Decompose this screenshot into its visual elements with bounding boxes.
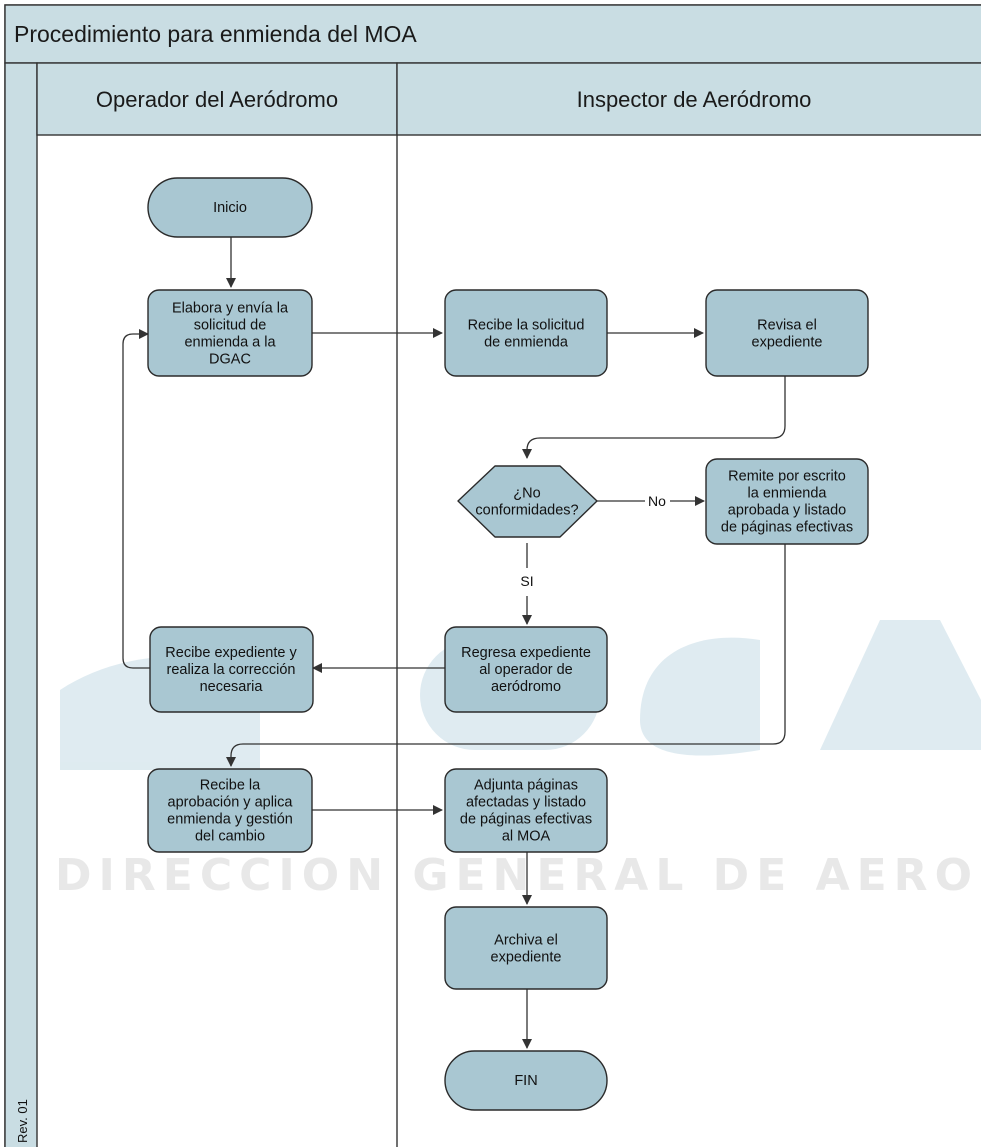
no-label-bg xyxy=(645,492,670,510)
node-text-line: solicitud de xyxy=(194,318,267,334)
edge-label-no: No xyxy=(648,493,666,509)
node-text-line: de páginas efectivas xyxy=(460,812,592,828)
node-text-line: Recibe la xyxy=(200,778,261,794)
node-text-line: aprobación y aplica xyxy=(168,795,294,811)
node-text-line: enmienda a la xyxy=(184,335,276,351)
edge-remite-recibe-aprob xyxy=(226,544,786,767)
node-text-line: Inicio xyxy=(213,200,247,216)
edge-recibe-exp-elabora xyxy=(122,329,150,669)
node-text-line: Revisa el xyxy=(757,318,817,334)
node-text-line: ¿No xyxy=(513,486,540,502)
si-label-bg xyxy=(515,570,539,592)
revision-strip xyxy=(4,62,38,1147)
lane-title-operador: Operador del Aeródromo xyxy=(96,87,338,112)
node-text-line: Remite por escrito xyxy=(728,469,846,485)
node-text-line: FIN xyxy=(514,1073,537,1089)
node-text-line: Regresa expediente xyxy=(461,645,591,661)
node-text-line: al MOA xyxy=(502,829,551,845)
node-inicio: Inicio xyxy=(147,177,313,238)
connectors xyxy=(122,237,786,1049)
node-text-line: Recibe la solicitud xyxy=(468,318,585,334)
node-fin: FIN xyxy=(444,1050,608,1111)
lane-header-inspector xyxy=(396,62,981,136)
revision-label: Rev. 01 xyxy=(15,1099,30,1143)
diagram-title: Procedimiento para enmienda del MOA xyxy=(14,21,417,47)
node-text-line: Elabora y envía la xyxy=(172,301,289,317)
node-text-line: expediente xyxy=(752,335,823,351)
node-text-line: necesaria xyxy=(200,679,264,695)
node-text-line: de páginas efectivas xyxy=(721,520,853,536)
watermark-text: DIRECCION GENERAL DE AERONAUTICA xyxy=(55,850,981,901)
edge-revisa-decision xyxy=(522,376,786,459)
node-text-line: al operador de xyxy=(479,662,573,678)
node-text-line: expediente xyxy=(491,950,562,966)
lane-title-inspector: Inspector de Aeródromo xyxy=(577,87,812,112)
node-inicio-text: Inicio xyxy=(213,200,247,216)
node-text-line: conformidades? xyxy=(475,503,578,519)
node-text-line: DGAC xyxy=(209,352,251,368)
node-text-line: realiza la corrección xyxy=(167,662,296,678)
node-fin-text: FIN xyxy=(514,1073,537,1089)
node-text-line: de enmienda xyxy=(484,335,569,351)
node-text-line: enmienda y gestión xyxy=(167,812,293,828)
node-text-line: aeródromo xyxy=(491,679,561,695)
node-text-line: la enmienda xyxy=(748,486,828,502)
node-text-line: Recibe expediente y xyxy=(165,645,297,661)
node-text-line: Adjunta páginas xyxy=(474,778,578,794)
node-text-line: del cambio xyxy=(195,829,265,845)
node-text-line: Archiva el xyxy=(494,933,558,949)
edge-label-si: SI xyxy=(520,573,533,589)
node-text-line: aprobada y listado xyxy=(728,503,847,519)
node-text-line: afectadas y listado xyxy=(466,795,586,811)
